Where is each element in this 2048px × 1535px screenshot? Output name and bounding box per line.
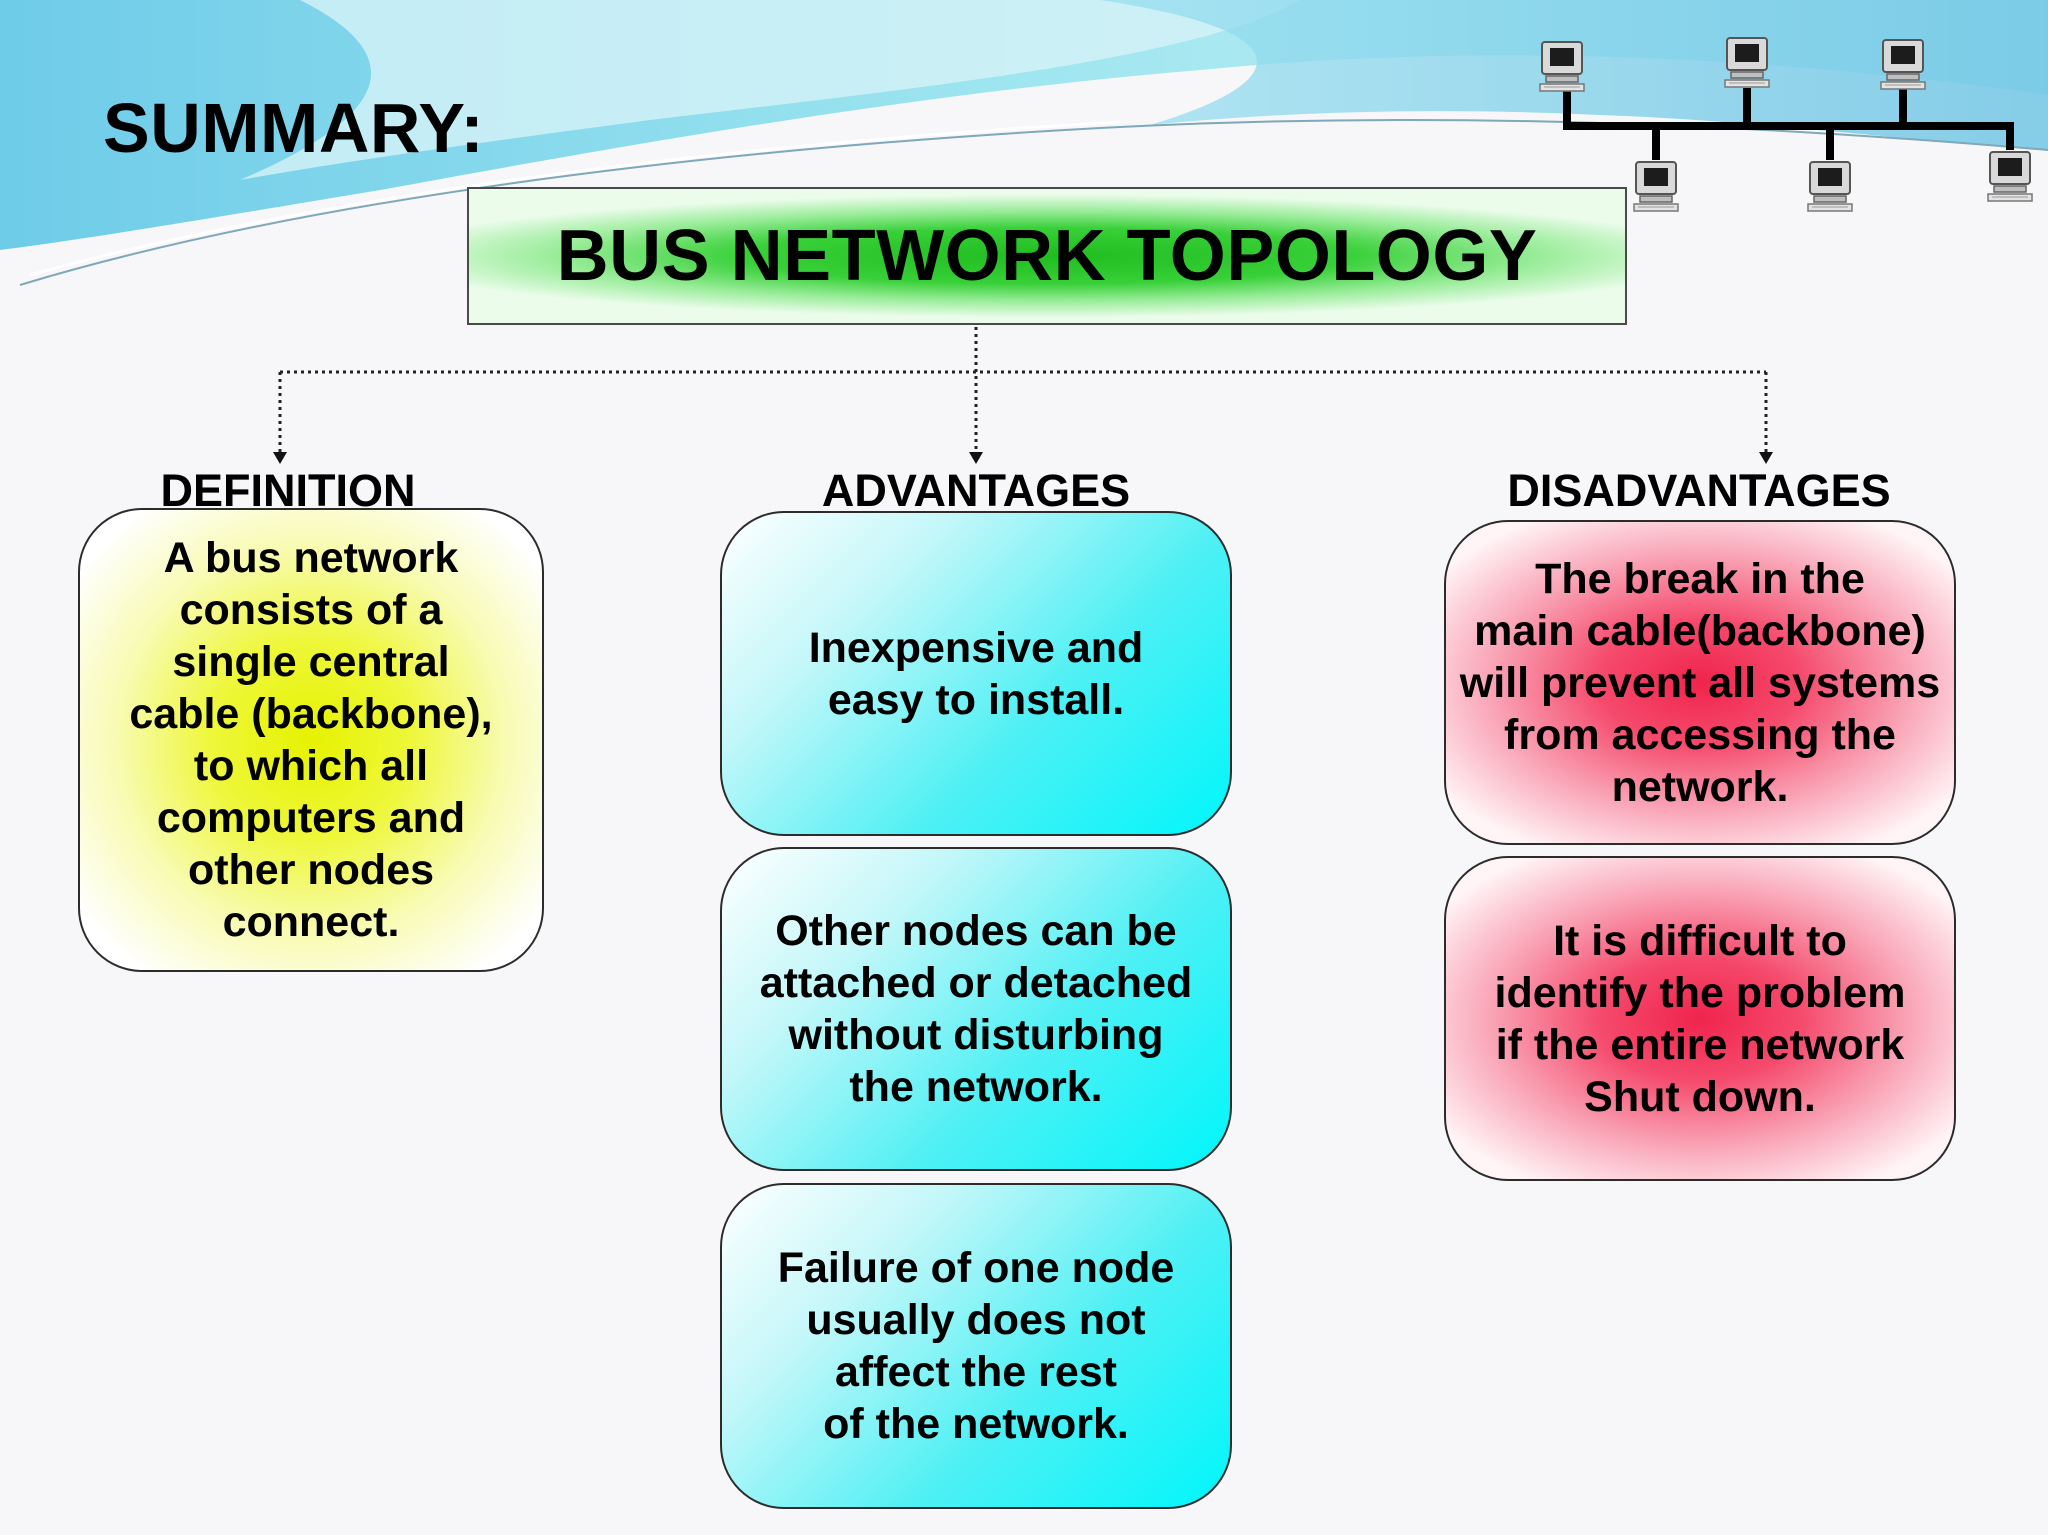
topic-title: BUS NETWORK TOPOLOGY [556,216,1538,296]
topic-box: BUS NETWORK TOPOLOGY [467,187,1627,325]
advantage-card-3: Failure of one node usually does not aff… [720,1183,1232,1509]
advantage-card-2: Other nodes can be attached or detached … [720,847,1232,1171]
disadvantage-card-1: The break in the main cable(backbone) wi… [1444,520,1956,845]
computer-icon [1724,37,1770,88]
slide-title: SUMMARY: [103,89,485,167]
computer-icon [1807,161,1853,212]
connector-lines [278,327,1768,452]
header-wave-light [240,0,1300,180]
bus-topology-icon [1563,88,2014,160]
computer-icon [1880,39,1926,90]
definition-card: A bus network consists of a single centr… [78,508,544,972]
disadvantage-text-2: It is difficult to identify the problem … [1494,916,1906,1121]
advantages-heading: ADVANTAGES [821,465,1131,516]
advantage-text-3: Failure of one node usually does not aff… [777,1244,1175,1448]
definition-text: A bus network consists of a single centr… [129,534,493,946]
computer-icon [1539,41,1585,92]
computer-icon [1633,161,1679,212]
advantage-text-2: Other nodes can be attached or detached … [759,907,1193,1111]
disadvantages-heading: DISADVANTAGES [1507,465,1891,516]
disadvantage-text-1: The break in the main cable(backbone) wi… [1459,554,1941,811]
definition-heading: DEFINITION [160,465,416,516]
advantage-text-1: Inexpensive and easy to install. [808,623,1144,724]
computer-icon [1987,151,2033,202]
disadvantage-card-2: It is difficult to identify the problem … [1444,856,1956,1181]
connector-arrowheads [273,452,1773,464]
advantage-card-1: Inexpensive and easy to install. [720,511,1232,836]
